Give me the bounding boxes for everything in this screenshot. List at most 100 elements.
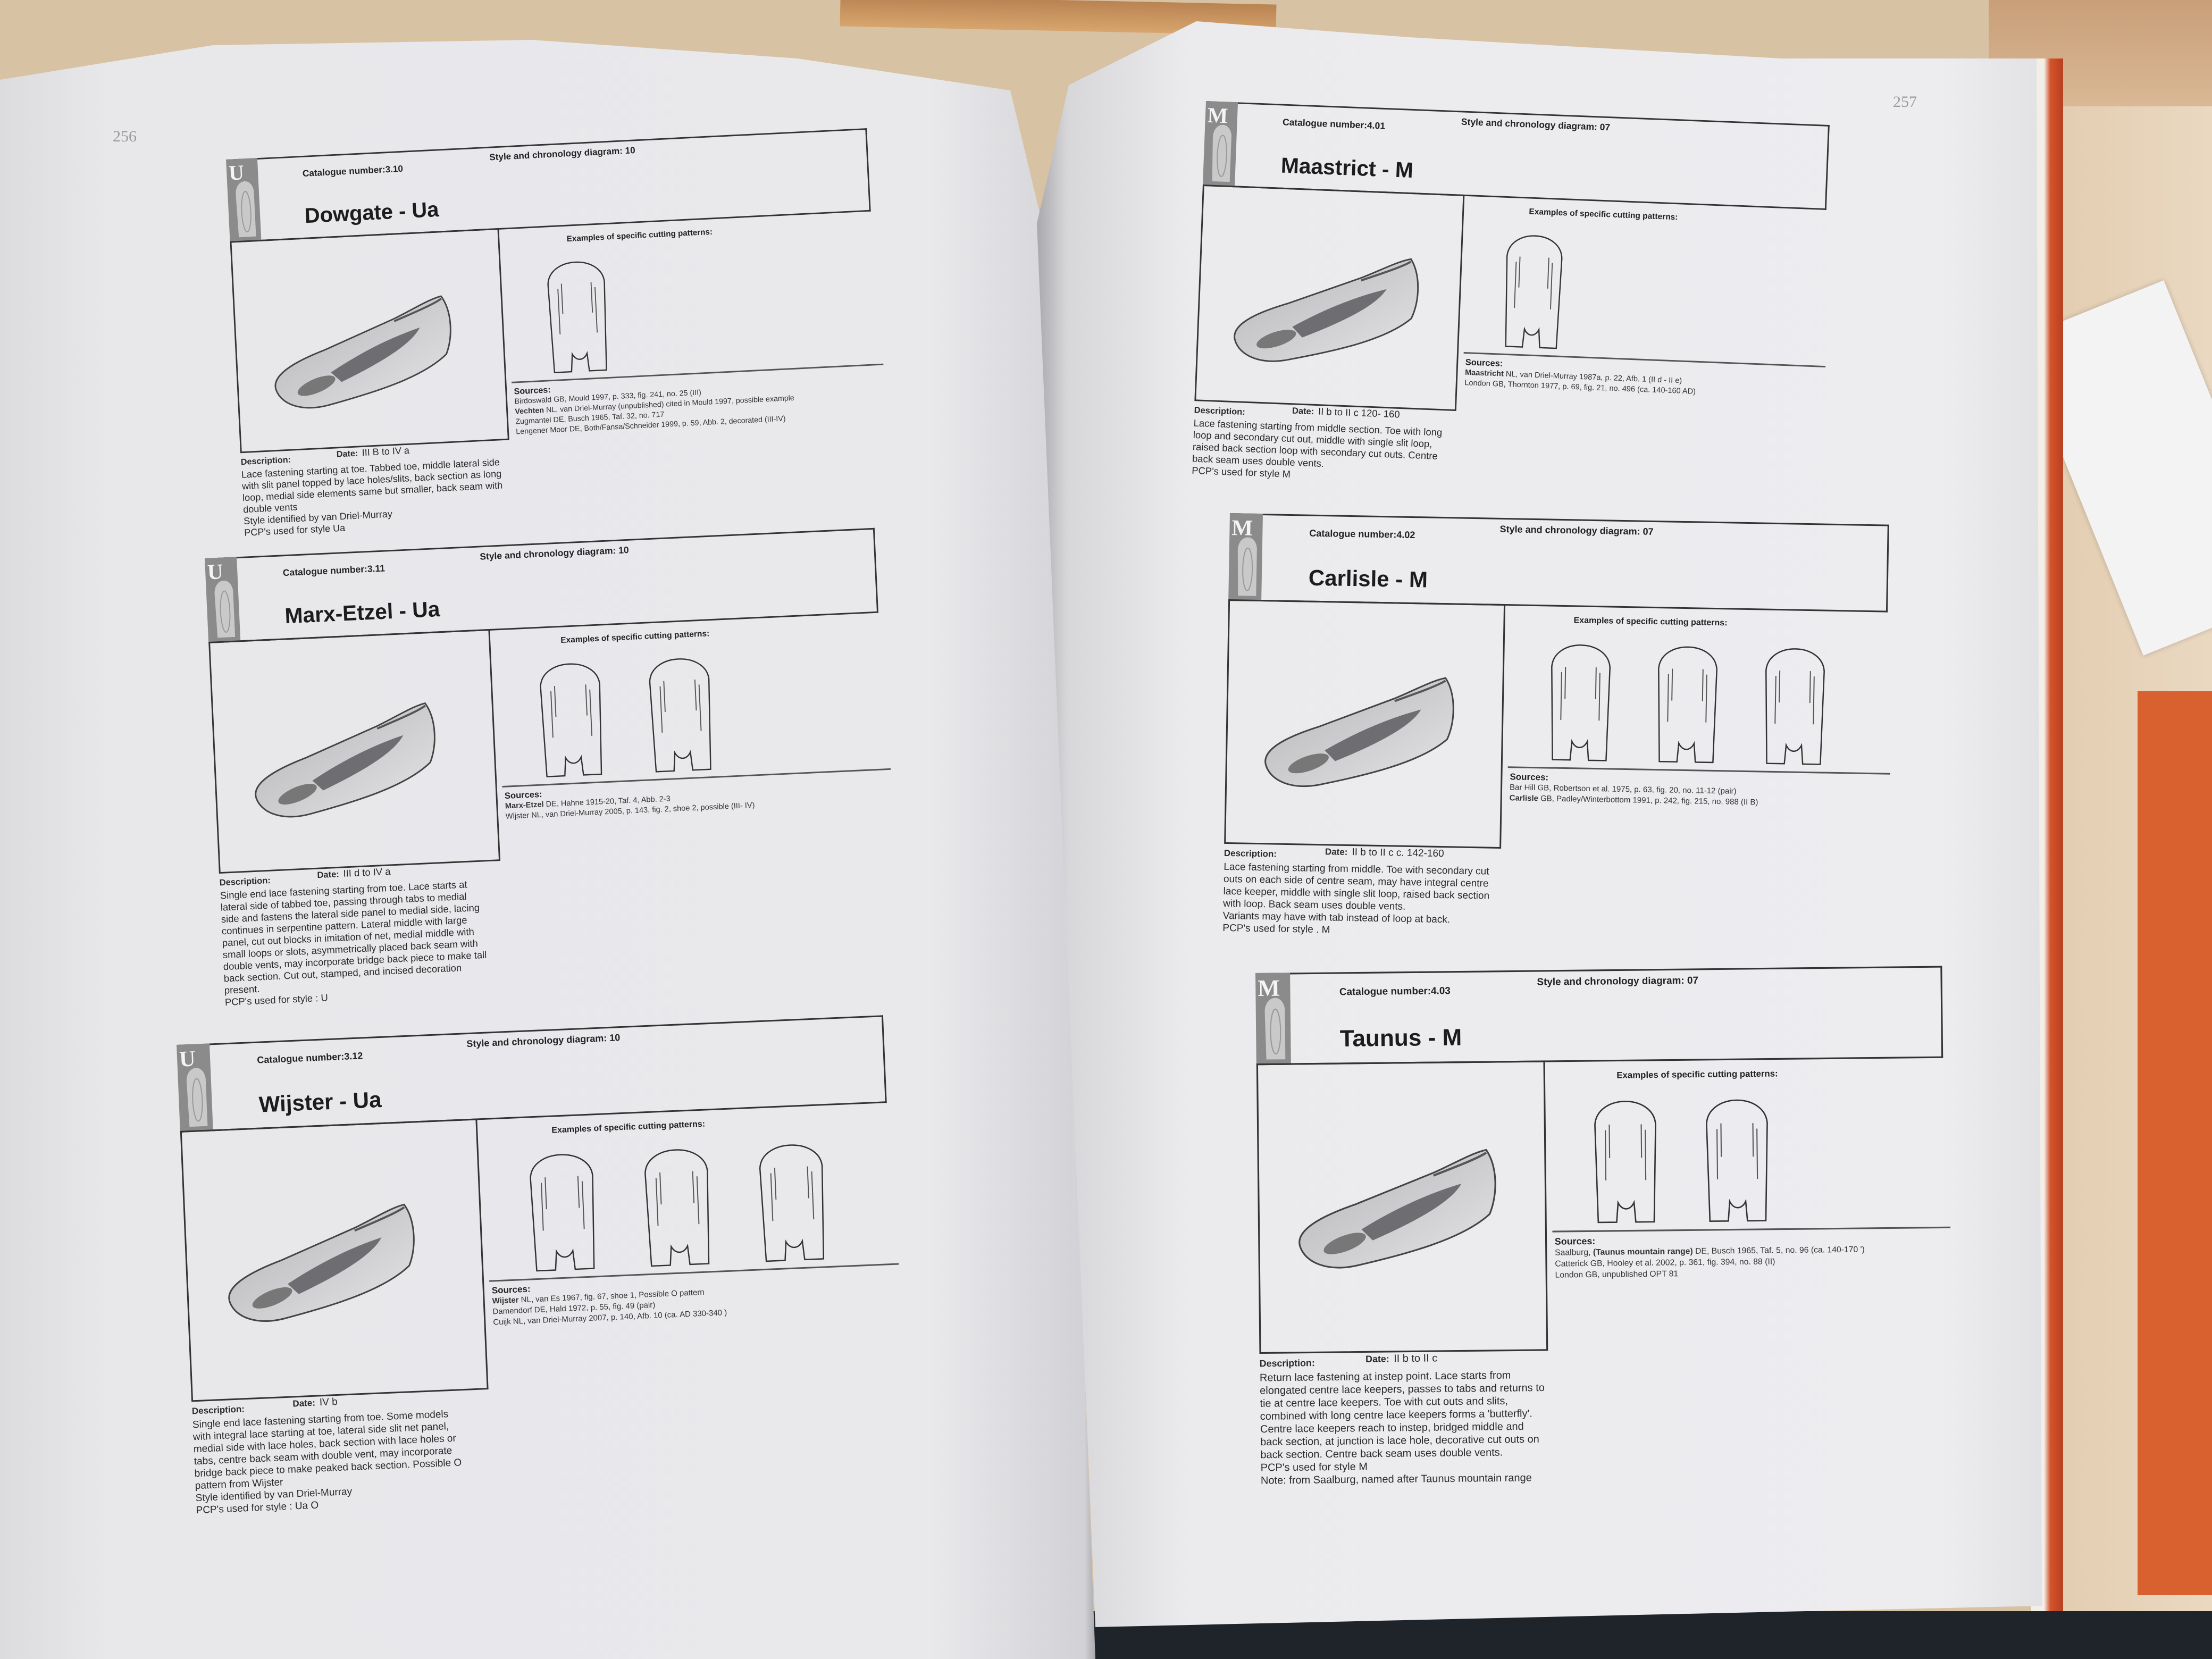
cutting-pattern-drawing bbox=[547, 261, 607, 373]
source-place: Wijster bbox=[492, 1295, 519, 1306]
catalogue-label: Catalogue number: bbox=[302, 164, 386, 179]
patterns-label: Examples of specific cutting patterns: bbox=[1616, 1069, 1778, 1080]
description: Description: Date: II b to II c c. 142-160… bbox=[1222, 847, 1490, 939]
catalogue-entry: U Catalogue number:3.12 Style and chronolo… bbox=[177, 1015, 899, 1516]
chronology-diagram: Style and chronology diagram: 10 bbox=[466, 1032, 621, 1050]
diagram-value: 07 bbox=[1687, 974, 1699, 986]
source-place: Maastricht bbox=[1464, 368, 1504, 379]
source-place: Marx-Etzel bbox=[505, 800, 544, 811]
illustration-box bbox=[1194, 185, 1465, 412]
entry-header: M Catalogue number:4.03 Style and chronolo… bbox=[1255, 966, 1943, 1066]
entry-title: Maastrict - M bbox=[1280, 153, 1414, 182]
illustration-box bbox=[230, 228, 509, 454]
diagram-value: 07 bbox=[1643, 526, 1654, 537]
cutting-pattern-drawing bbox=[759, 1144, 825, 1262]
diagram-value: 07 bbox=[1599, 122, 1611, 133]
catalogue-value: 4.03 bbox=[1430, 985, 1451, 996]
date-value: III d to IV a bbox=[343, 866, 391, 879]
page-number: 256 bbox=[113, 128, 137, 145]
catalogue-label: Catalogue number: bbox=[1339, 985, 1431, 998]
cutting-patterns: Examples of specific cutting patterns: bbox=[1464, 199, 1826, 349]
illustration-box bbox=[1224, 599, 1506, 849]
description-label: Description: bbox=[219, 875, 271, 888]
left-page: 256 bbox=[0, 40, 1095, 1659]
catalogue-number: Catalogue number:4.02 bbox=[1309, 528, 1415, 541]
date-label: Date: bbox=[292, 1397, 316, 1409]
description-label: Description: bbox=[1194, 405, 1246, 417]
description-header: Description:Date:II b to II c bbox=[1260, 1352, 1545, 1372]
sources: Sources:Bar Hill GB, Robertson et al. 19… bbox=[1510, 772, 1885, 810]
chronology-diagram: Style and chronology diagram: 07 bbox=[1537, 975, 1698, 988]
diagram-label: Style and chronology diagram: bbox=[1499, 523, 1640, 537]
diagram-label: Style and chronology diagram: bbox=[489, 146, 623, 163]
diagram-value: 10 bbox=[625, 145, 636, 156]
illustration-box bbox=[1256, 1060, 1548, 1354]
style-letter: M bbox=[1258, 975, 1280, 1002]
catalogue-label: Catalogue number: bbox=[282, 564, 368, 579]
cutting-patterns: Examples of specific cutting patterns: bbox=[1545, 1061, 1943, 1224]
sole-icon bbox=[1237, 537, 1257, 596]
entry-title: Dowgate - Ua bbox=[304, 197, 440, 228]
shoe-illustration bbox=[255, 702, 435, 818]
diagram-label: Style and chronology diagram: bbox=[466, 1033, 607, 1050]
source-text: Catterick GB, Hooley et al. 2002, p. 361… bbox=[1555, 1256, 1775, 1269]
style-icon: U bbox=[226, 158, 262, 243]
cutting-pattern-drawing bbox=[1551, 644, 1611, 761]
diagram-label: Style and chronology diagram: bbox=[479, 545, 616, 562]
page-number: 257 bbox=[1893, 93, 1917, 111]
style-icon: M bbox=[1255, 973, 1291, 1066]
style-icon: U bbox=[177, 1043, 213, 1133]
shoe-illustration bbox=[228, 1203, 415, 1322]
catalogue-number: Catalogue number:4.01 bbox=[1283, 117, 1386, 132]
source-place: (Taunus mountain range) bbox=[1593, 1246, 1693, 1258]
diagram-label: Style and chronology diagram: bbox=[1537, 975, 1685, 988]
cutting-pattern-drawing bbox=[1658, 646, 1717, 764]
shoe-illustration bbox=[1264, 677, 1454, 787]
chronology-diagram: Style and chronology diagram: 07 bbox=[1461, 116, 1611, 133]
catalogue-entry: M Catalogue number:4.01 Style and chronolo… bbox=[1192, 101, 1830, 480]
sources: Sources:Saalburg, (Taunus mountain range… bbox=[1555, 1232, 1946, 1281]
date-label: Date: bbox=[1365, 1353, 1389, 1365]
catalogue-value: 3.12 bbox=[343, 1050, 363, 1062]
entry-header: M Catalogue number:4.01 Style and chronolo… bbox=[1202, 101, 1830, 210]
catalogue-value: 4.02 bbox=[1396, 529, 1415, 541]
style-icon: M bbox=[1202, 101, 1238, 188]
date-label: Date: bbox=[1325, 847, 1348, 857]
cutting-patterns: Examples of specific cutting patterns: bbox=[477, 1105, 887, 1272]
style-letter: M bbox=[1206, 103, 1229, 129]
catalogue-value: 3.11 bbox=[367, 563, 386, 574]
diagram-value: 10 bbox=[609, 1032, 621, 1043]
cutting-pattern-drawing bbox=[1505, 235, 1563, 349]
chronology-diagram: Style and chronology diagram: 10 bbox=[489, 145, 635, 163]
sole-icon bbox=[186, 1068, 208, 1127]
entry-title: Carlisle - M bbox=[1308, 565, 1428, 592]
date-label: Date: bbox=[336, 448, 358, 459]
catalogue-number: Catalogue number:3.12 bbox=[257, 1050, 363, 1066]
date: Date:IV b bbox=[292, 1396, 338, 1410]
chronology-diagram: Style and chronology diagram: 07 bbox=[1499, 524, 1653, 538]
source-text: DE, Busch 1965, Taf. 5, no. 96 (ca. 140-… bbox=[1692, 1244, 1865, 1256]
entry-title: Taunus - M bbox=[1339, 1024, 1462, 1052]
illustration-box bbox=[208, 629, 501, 874]
diagram-value: 10 bbox=[618, 544, 629, 556]
cutting-pattern-drawing bbox=[649, 658, 711, 773]
date-value: II b to II c c. 142-160 bbox=[1352, 847, 1444, 860]
style-letter: M bbox=[1231, 516, 1253, 541]
cutting-pattern-drawing bbox=[1765, 648, 1825, 765]
style-icon: M bbox=[1228, 513, 1263, 602]
date-value: III B to IV a bbox=[362, 445, 410, 458]
source-place: Vechten bbox=[515, 406, 544, 416]
date-value: II b to II c bbox=[1394, 1352, 1438, 1365]
catalogue-value: 4.01 bbox=[1367, 120, 1386, 131]
sole-icon bbox=[1264, 998, 1286, 1060]
cutting-pattern-drawing bbox=[530, 1154, 595, 1272]
shoe-illustration bbox=[274, 295, 451, 409]
description-label: Description: bbox=[1224, 848, 1277, 859]
catalogue-entry: M Catalogue number:4.02 Style and chronolo… bbox=[1222, 513, 1890, 935]
chronology-diagram: Style and chronology diagram: 10 bbox=[480, 544, 629, 562]
